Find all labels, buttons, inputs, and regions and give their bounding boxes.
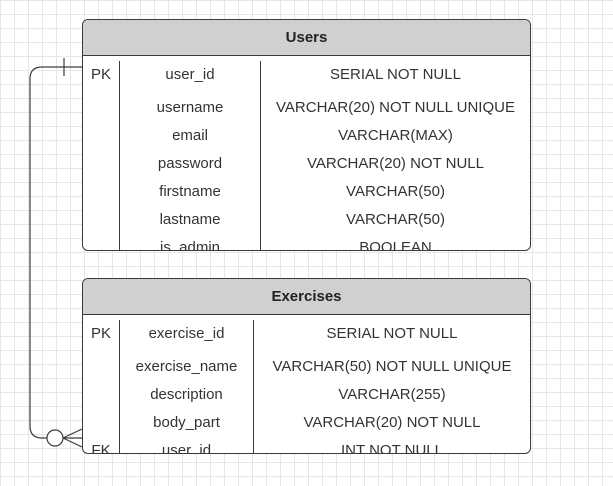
field-row[interactable]: PK exercise_id SERIAL NOT NULL xyxy=(83,315,530,353)
key-cell: PK xyxy=(83,61,120,94)
field-type: VARCHAR(50) NOT NULL UNIQUE xyxy=(272,358,512,375)
field-name: exercise_name xyxy=(120,353,254,381)
field-row[interactable]: exercise_name VARCHAR(50) NOT NULL UNIQU… xyxy=(83,353,530,381)
entity-title: Exercises xyxy=(83,279,530,315)
field-name: username xyxy=(120,94,261,122)
field-name: firstname xyxy=(120,178,261,206)
field-name: user_id xyxy=(120,437,254,453)
key-cell: FK xyxy=(83,437,120,453)
field-type: VARCHAR(20) NOT NULL xyxy=(307,155,484,172)
field-type: VARCHAR(50) xyxy=(346,211,445,228)
key-cell xyxy=(83,178,120,206)
crowfoot-lower-prong xyxy=(62,437,83,448)
field-row[interactable]: email VARCHAR(MAX) xyxy=(83,122,530,150)
field-name: exercise_id xyxy=(120,320,254,353)
field-type: SERIAL NOT NULL xyxy=(330,66,461,83)
field-row[interactable]: lastname VARCHAR(50) xyxy=(83,206,530,234)
field-row[interactable]: is_admin BOOLEAN xyxy=(83,234,530,251)
field-type: INT NOT NULL xyxy=(341,442,443,454)
field-name: email xyxy=(120,122,261,150)
field-name: description xyxy=(120,381,254,409)
key-cell xyxy=(83,94,120,122)
key-cell xyxy=(83,409,120,437)
key-cell xyxy=(83,122,120,150)
field-type: SERIAL NOT NULL xyxy=(326,325,458,342)
field-row[interactable]: body_part VARCHAR(20) NOT NULL xyxy=(83,409,530,437)
relationship-line xyxy=(29,66,82,439)
entity-rows: PK exercise_id SERIAL NOT NULL exercise_… xyxy=(83,315,530,454)
key-cell xyxy=(83,206,120,234)
field-row[interactable]: username VARCHAR(20) NOT NULL UNIQUE xyxy=(83,94,530,122)
key-cell xyxy=(83,150,120,178)
field-row[interactable]: firstname VARCHAR(50) xyxy=(83,178,530,206)
field-row[interactable]: password VARCHAR(20) NOT NULL xyxy=(83,150,530,178)
exercises-entity-table[interactable]: Exercises PK exercise_id SERIAL NOT NULL… xyxy=(82,278,531,454)
users-entity-table[interactable]: Users PK user_id SERIAL NOT NULL usernam… xyxy=(82,19,531,251)
field-type: VARCHAR(20) NOT NULL xyxy=(303,414,481,431)
field-row[interactable]: PK user_id SERIAL NOT NULL xyxy=(83,56,530,94)
field-row[interactable]: FK user_id INT NOT NULL xyxy=(83,437,530,454)
field-name: password xyxy=(120,150,261,178)
field-name: is_admin xyxy=(120,234,261,250)
field-type: VARCHAR(50) xyxy=(346,183,445,200)
key-cell xyxy=(83,353,120,381)
field-name: lastname xyxy=(120,206,261,234)
zero-cardinality-circle xyxy=(46,429,64,447)
entity-title: Users xyxy=(83,20,530,56)
field-type: VARCHAR(255) xyxy=(338,386,446,403)
entity-rows: PK user_id SERIAL NOT NULL username VARC… xyxy=(83,56,530,251)
crowfoot-upper-prong xyxy=(62,428,83,439)
key-cell xyxy=(83,234,120,250)
field-name: body_part xyxy=(120,409,254,437)
field-type: BOOLEAN xyxy=(359,239,432,251)
field-row[interactable]: description VARCHAR(255) xyxy=(83,381,530,409)
field-name: user_id xyxy=(120,61,261,94)
field-type: VARCHAR(MAX) xyxy=(338,127,453,144)
key-cell: PK xyxy=(83,320,120,353)
field-type: VARCHAR(20) NOT NULL UNIQUE xyxy=(276,99,515,116)
key-cell xyxy=(83,381,120,409)
